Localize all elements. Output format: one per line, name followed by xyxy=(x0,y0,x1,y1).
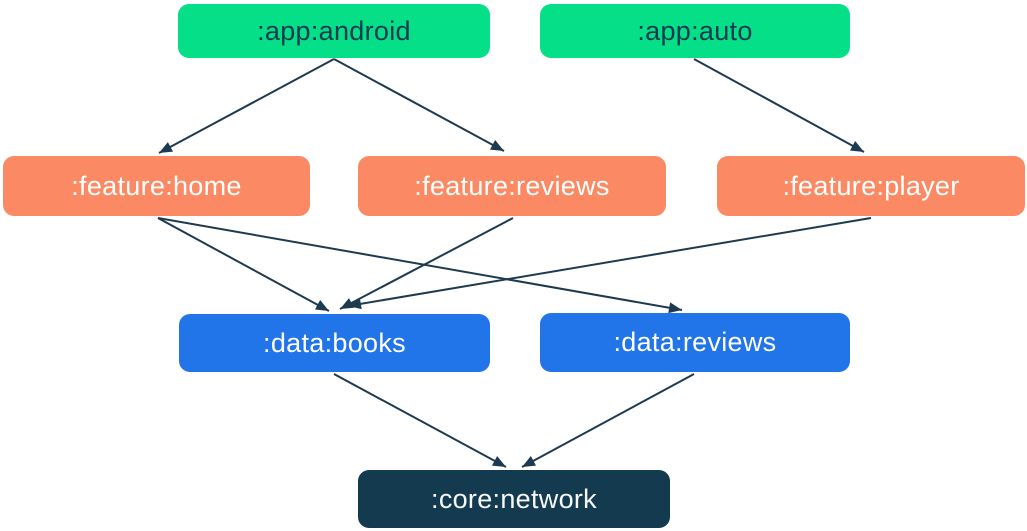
node-label-data-reviews: :data:reviews xyxy=(613,327,777,357)
node-label-feature-player: :feature:player xyxy=(782,170,960,201)
edge-data-books-to-core-network xyxy=(333,373,507,468)
edge-app-android-to-feature-reviews xyxy=(333,58,505,152)
node-data-reviews: :data:reviews xyxy=(540,313,850,372)
node-app-auto: :app:auto xyxy=(540,4,850,58)
node-label-core-network: :core:network xyxy=(431,483,597,514)
node-label-feature-reviews: :feature:reviews xyxy=(414,170,610,201)
edge-feature-reviews-to-data-books xyxy=(339,217,514,310)
node-label-feature-home: :feature:home xyxy=(71,170,242,201)
node-label-app-android: :app:android xyxy=(257,15,411,46)
edge-feature-player-to-data-books xyxy=(347,217,872,310)
node-core-network: :core:network xyxy=(358,470,670,528)
edge-feature-home-to-data-books xyxy=(157,217,330,312)
node-app-android: :app:android xyxy=(178,4,490,58)
node-feature-player: :feature:player xyxy=(717,156,1025,216)
edge-app-android-to-feature-home xyxy=(158,58,335,154)
node-label-data-books: :data:books xyxy=(263,327,406,358)
edge-data-reviews-to-core-network xyxy=(521,373,695,468)
node-feature-home: :feature:home xyxy=(3,156,310,216)
node-label-app-auto: :app:auto xyxy=(637,15,753,46)
node-feature-reviews: :feature:reviews xyxy=(358,156,666,216)
edge-app-auto-to-feature-player xyxy=(693,58,865,153)
node-data-books: :data:books xyxy=(179,314,490,372)
edge-feature-home-to-data-reviews xyxy=(157,217,683,314)
